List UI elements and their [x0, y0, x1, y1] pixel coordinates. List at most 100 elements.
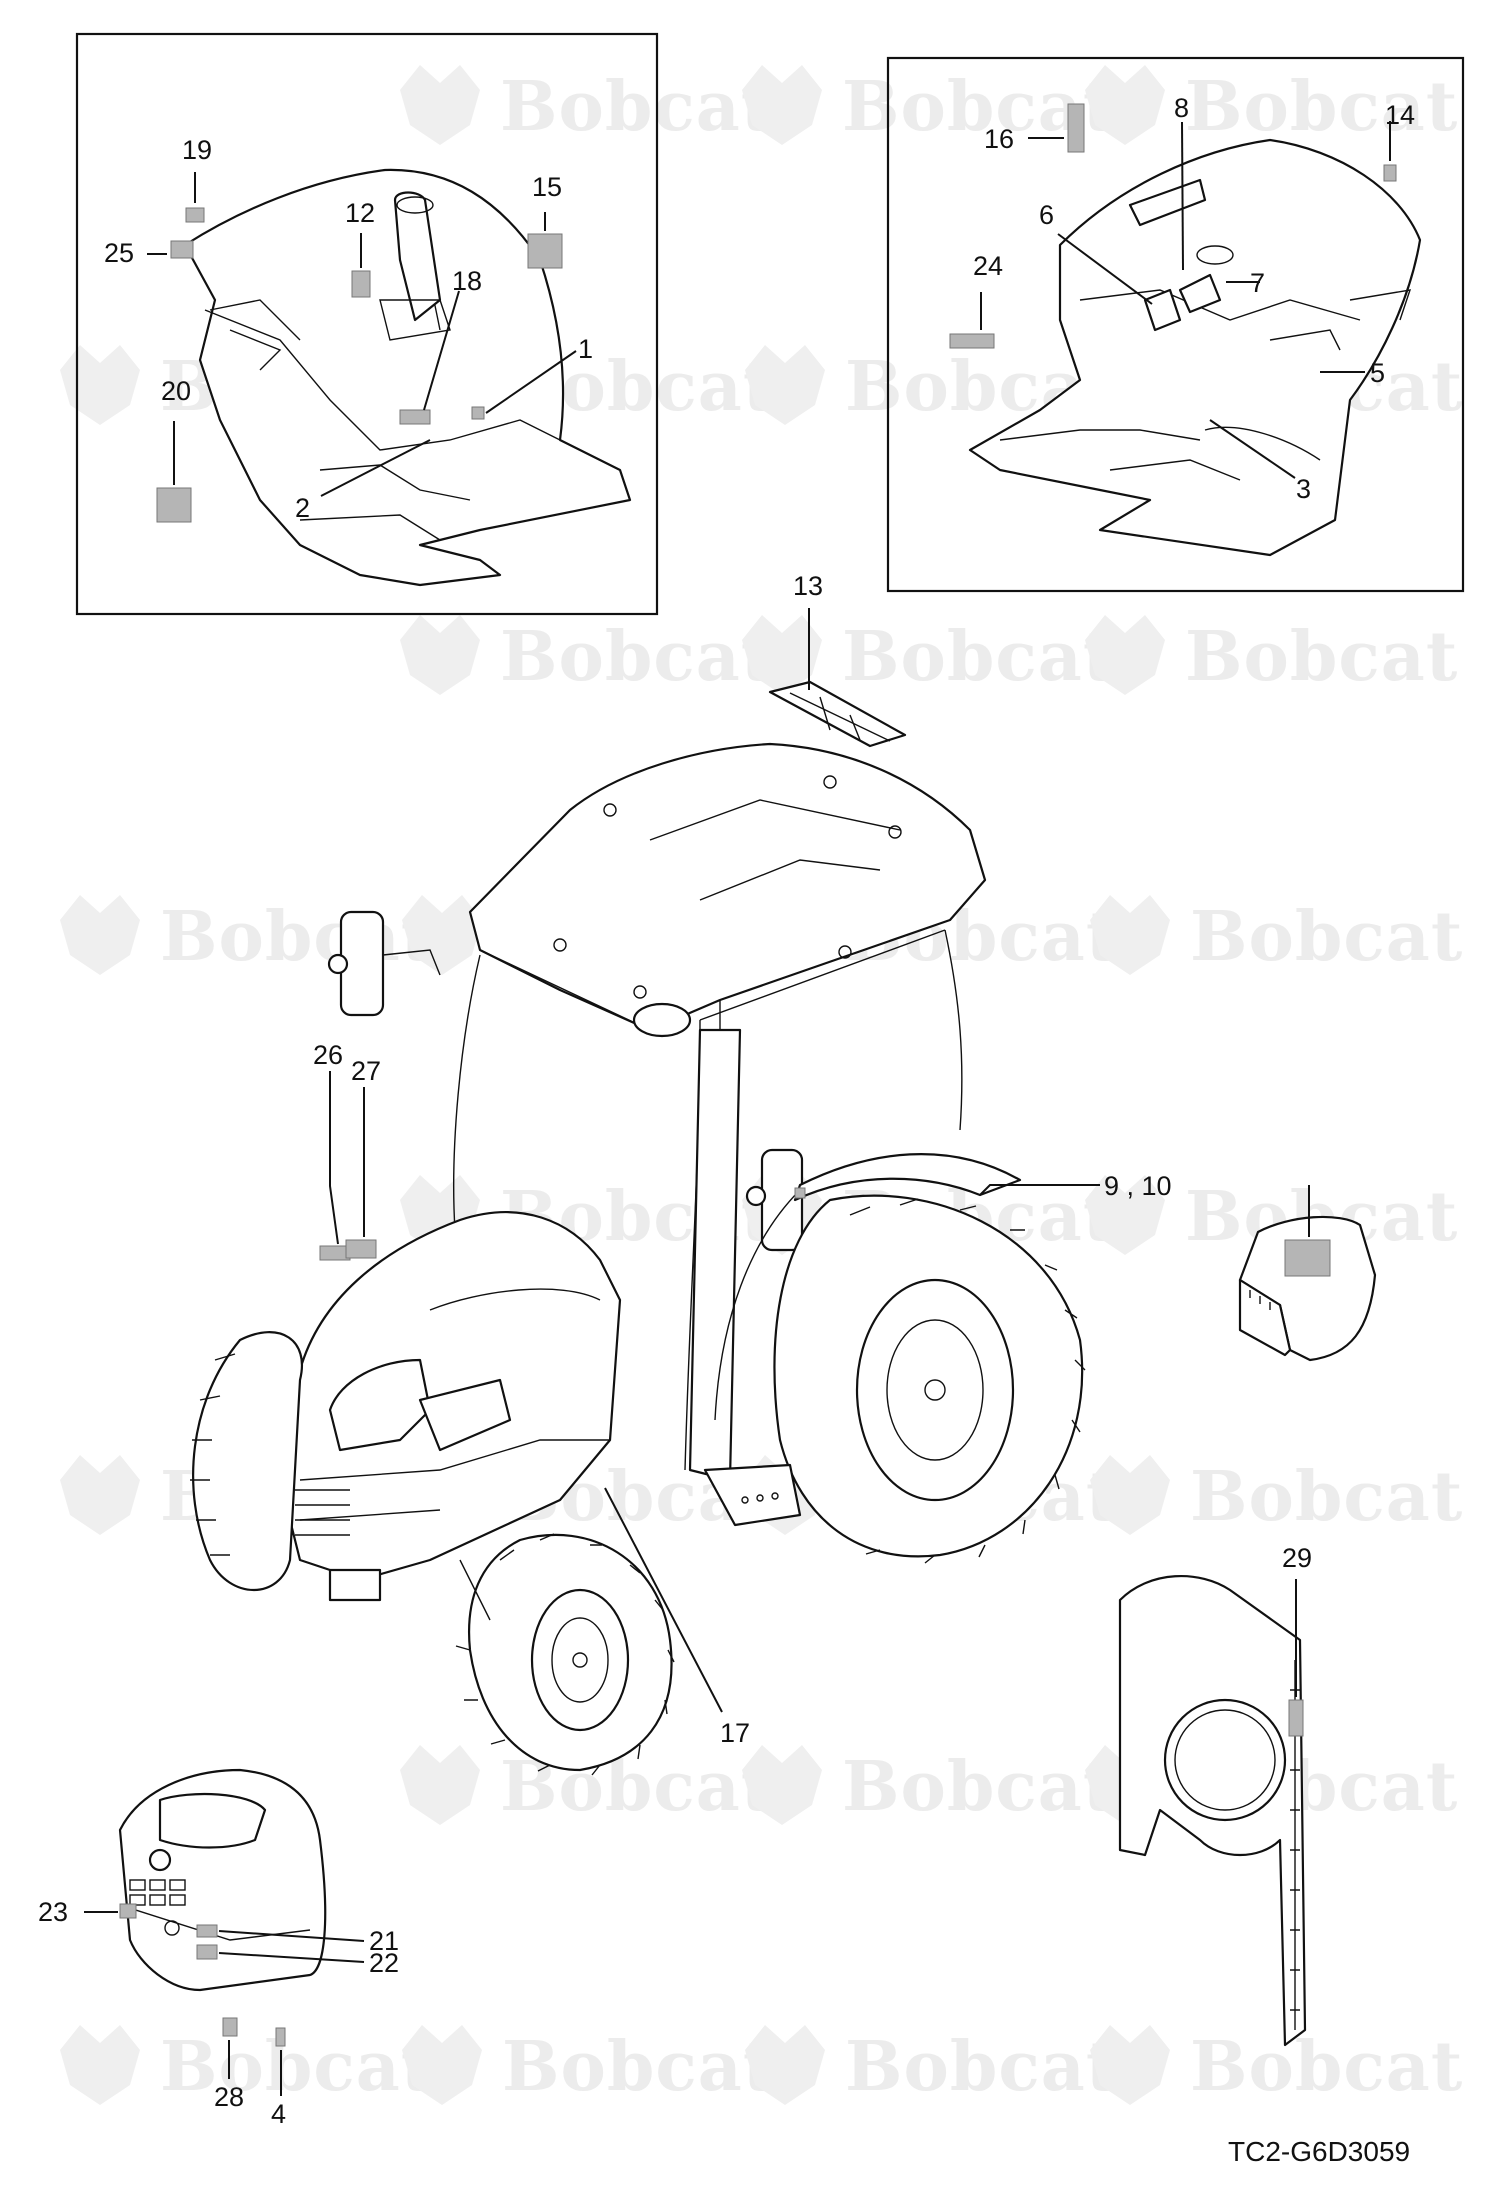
callout-24: 25: [104, 238, 134, 268]
callout-8: 8: [1174, 93, 1189, 123]
watermark-text: Bobcat: [160, 2027, 433, 2107]
callout-18: 19: [182, 135, 212, 165]
watermark: Bobcat: [60, 895, 433, 977]
watermark: Bobcat: [400, 1745, 772, 1827]
decal-11: [351, 270, 371, 298]
decal-29: [1284, 1239, 1331, 1277]
watermark: Bobcat: [1090, 1455, 1463, 1537]
decal-9-10: [794, 1187, 806, 1199]
decal-19: [156, 487, 192, 523]
decal-18: [185, 207, 205, 223]
bobcat-logo-icon: [1090, 895, 1170, 975]
bobcat-logo-icon: [1090, 1455, 1170, 1535]
document-id: TC2-G6D3059: [1228, 2136, 1410, 2167]
inset-frame-left: [75, 32, 659, 616]
callout-25: 26: [313, 1040, 343, 1070]
decal-14: [527, 233, 563, 269]
callout-11: 12: [345, 198, 375, 228]
decal-22: [119, 1903, 137, 1919]
watermark: Bobcat: [400, 615, 773, 697]
bobcat-logo-icon: [742, 615, 822, 695]
watermark: Bobcat: [1090, 2025, 1463, 2107]
callout-6: 6: [1039, 200, 1054, 230]
callout-22: 23: [38, 1897, 68, 1927]
bobcat-logo-icon: [742, 1745, 822, 1825]
watermark-text: Bobcat: [842, 1747, 1115, 1827]
watermark-text: Bobcat: [1190, 897, 1463, 977]
callout-9-10: 9 , 10: [1104, 1171, 1172, 1201]
watermark-text: Bobcat: [500, 617, 773, 697]
decal-15: [1067, 103, 1085, 153]
part-29-bracket: [1238, 1215, 1377, 1362]
bobcat-logo-icon: [60, 2025, 140, 2105]
leader-lines: [84, 121, 1391, 2096]
bobcat-logo-icon: [745, 345, 825, 425]
callout-20: 21: [369, 1926, 399, 1956]
watermark: Bobcat: [742, 1745, 1115, 1827]
part-12-seal: [768, 680, 907, 748]
watermark-text: Bobcat: [842, 617, 1115, 697]
callout-19: 20: [161, 376, 191, 406]
callout-21: 22: [369, 1948, 399, 1978]
callout-12: 13: [793, 571, 823, 601]
watermark-text: Bobcat: [845, 2027, 1118, 2107]
bobcat-logo-icon: [60, 1455, 140, 1535]
decal-27: [222, 2017, 238, 2037]
callout-17: 18: [452, 266, 482, 296]
decal-23: [949, 333, 995, 349]
watermark-text: Bobcat: [1190, 1457, 1463, 1537]
watermark: Bobcat: [402, 2025, 775, 2107]
watermark-text: Bobcat: [1190, 2027, 1463, 2107]
callout-15: 16: [984, 124, 1014, 154]
watermark: Bobcat: [400, 65, 772, 147]
tractor: [190, 742, 1086, 1776]
bobcat-logo-icon: [400, 615, 480, 695]
bobcat-logo-icon: [1090, 2025, 1170, 2105]
watermark: Bobcat: [745, 2025, 1118, 2107]
bobcat-logo-icon: [400, 65, 480, 145]
callout-13: 14: [1385, 100, 1415, 130]
bobcat-logo-icon: [60, 345, 140, 425]
decal-26: [345, 1239, 377, 1259]
watermark-text: Bobcat: [1185, 67, 1458, 147]
bobcat-logo-icon: [402, 895, 482, 975]
watermark: Bobcat: [742, 615, 1115, 697]
decal-1: [471, 406, 485, 420]
decal-4: [275, 2027, 286, 2047]
watermark-text: Bobcat: [160, 897, 433, 977]
callout-23: 24: [973, 251, 1003, 281]
decal-21: [196, 1944, 218, 1960]
callout-16: 17: [720, 1718, 750, 1748]
decal-17: [399, 409, 431, 425]
bobcat-logo-icon: [402, 2025, 482, 2105]
callout-7: 7: [1250, 268, 1265, 298]
bobcat-logo-icon: [60, 895, 140, 975]
bobcat-logo-icon: [400, 1745, 480, 1825]
callout-5: 5: [1370, 358, 1385, 388]
watermark: Bobcat: [1085, 615, 1458, 697]
callout-2: 2: [295, 493, 310, 523]
bobcat-logo-icon: [1085, 615, 1165, 695]
watermark-text: Bobcat: [502, 2027, 775, 2107]
decal-28: [1288, 1699, 1304, 1737]
part-28-shroud: [1118, 1575, 1307, 2047]
inset-frame-right: [886, 56, 1465, 593]
callout-4: 4: [271, 2099, 286, 2129]
bobcat-logo-icon: [1085, 1175, 1165, 1255]
decal-20: [196, 1924, 218, 1938]
callout-labels: 19 25 12 15 18 1 20 2 16 8 14 6 7 24 5 3…: [38, 93, 1415, 2129]
cab-floor-left: [183, 168, 632, 587]
callout-27: 28: [214, 2082, 244, 2112]
callout-3: 3: [1296, 474, 1311, 504]
cab-floor-right: [968, 138, 1422, 557]
watermark: Bobcat: [742, 65, 1114, 147]
callout-28: 29: [1282, 1543, 1312, 1573]
callout-1: 1: [578, 334, 593, 364]
watermark: Bobcat: [1090, 895, 1463, 977]
bobcat-logo-icon: [742, 65, 822, 145]
bobcat-logo-icon: [745, 2025, 825, 2105]
watermark-text: Bobcat: [1185, 617, 1458, 697]
callout-14: 15: [532, 172, 562, 202]
callout-26: 27: [351, 1056, 381, 1086]
